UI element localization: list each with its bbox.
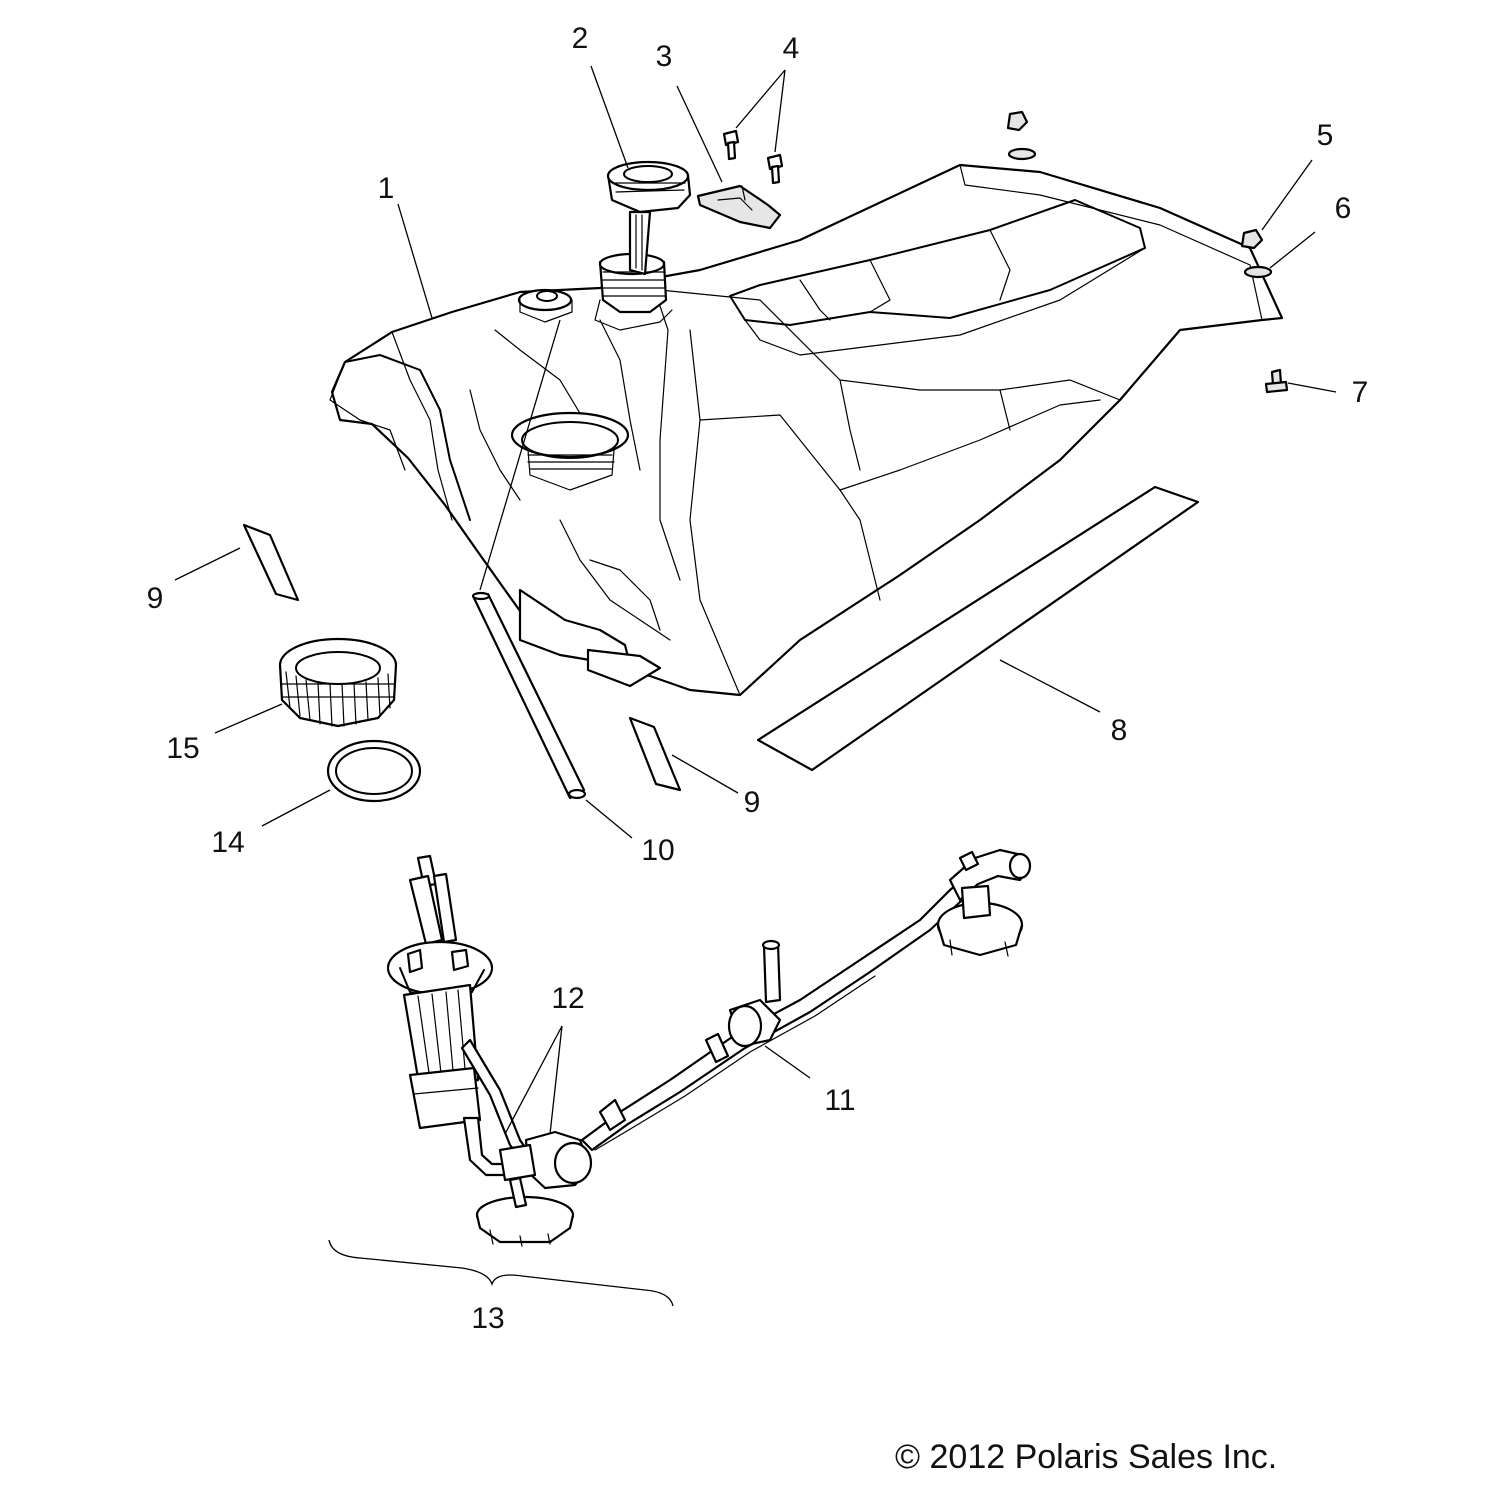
callout-10: 10	[641, 834, 674, 867]
callout-2: 2	[572, 22, 589, 55]
heat-shield-pad	[756, 485, 1200, 772]
pad-left	[242, 523, 300, 602]
fuel-pump-assembly	[386, 848, 1032, 1247]
callout-3: 3	[656, 40, 673, 73]
callout-11: 11	[824, 1084, 855, 1117]
lock-ring	[278, 637, 398, 728]
callout-14: 14	[211, 826, 244, 859]
assembly-bracket	[328, 1239, 674, 1307]
callout-15: 15	[166, 732, 199, 765]
o-ring	[326, 739, 422, 803]
copyright-notice: © 2012 Polaris Sales Inc.	[895, 1438, 1278, 1476]
callout-8: 8	[1111, 714, 1128, 747]
callout-13: 13	[471, 1302, 504, 1335]
callout-7: 7	[1352, 376, 1369, 409]
callout-9-right: 9	[744, 786, 761, 819]
callout-5: 5	[1317, 119, 1334, 152]
fuel-tank	[329, 163, 1284, 697]
nut	[1240, 228, 1264, 250]
vent-hose	[471, 591, 587, 800]
callout-4: 4	[783, 32, 800, 65]
callout-labels: 1 2 3 4 5 6 7 8 9 9 10 11 12 13 14 15	[147, 22, 1369, 1335]
callout-1: 1	[378, 172, 395, 205]
retainer-clip	[696, 184, 782, 230]
top-nut-washer	[1006, 110, 1037, 161]
callout-12: 12	[551, 982, 584, 1015]
callout-9-left: 9	[147, 582, 164, 615]
leader-lines	[174, 65, 1337, 1135]
screws	[722, 129, 784, 185]
washer	[1243, 265, 1273, 279]
bolt	[1264, 368, 1289, 394]
callout-6: 6	[1335, 192, 1352, 225]
pad-right	[628, 716, 682, 792]
fuel-cap	[606, 160, 692, 276]
